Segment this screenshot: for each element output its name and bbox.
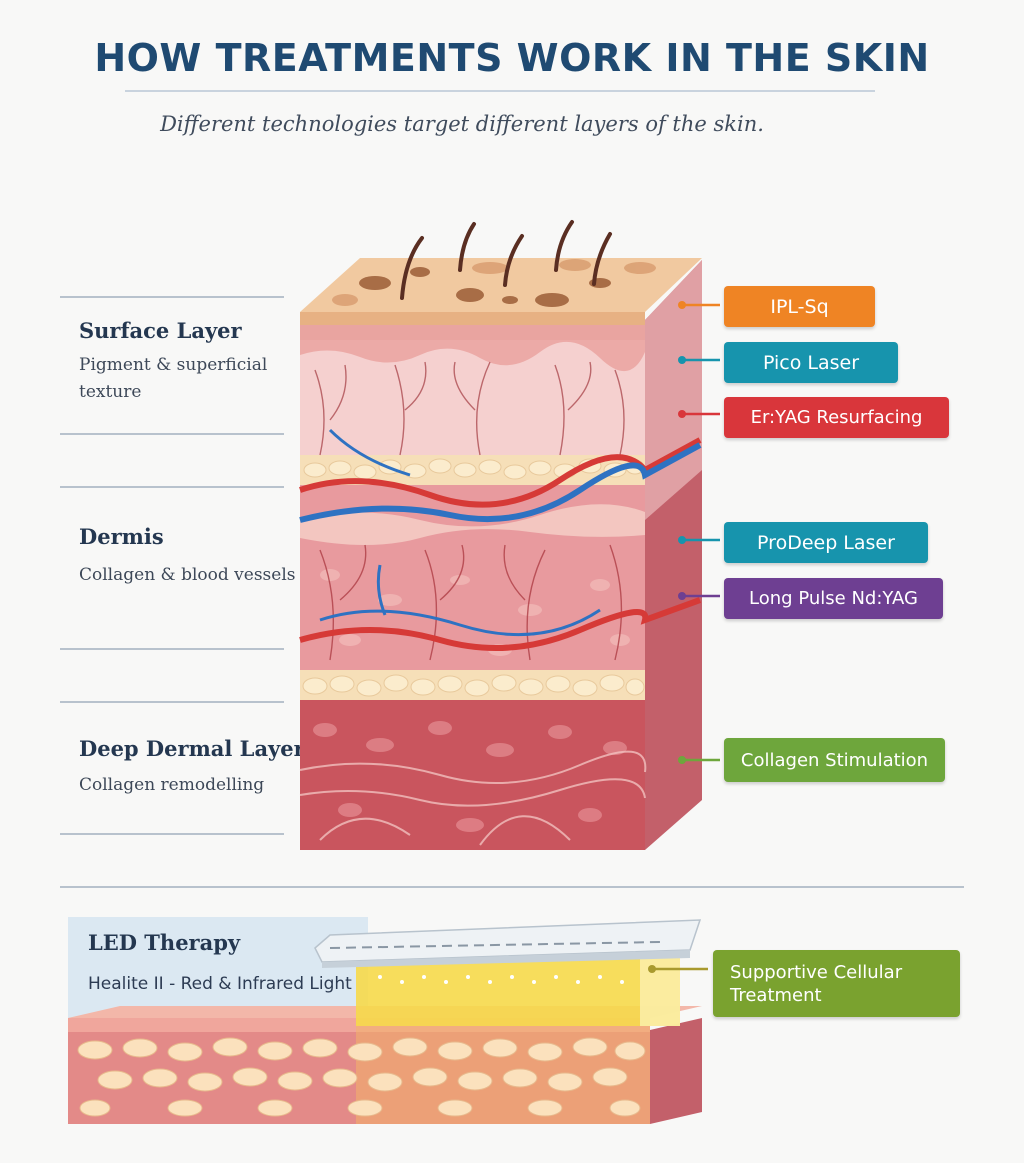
tag-line: Treatment (730, 984, 822, 1007)
surface-layer-description: Pigment & superficial texture (79, 352, 294, 406)
deep-dermal-description: Collagen remodelling (79, 772, 289, 799)
dermis-description: Collagen & blood vessels (79, 562, 299, 589)
upper-dermis-layer (300, 340, 645, 460)
surface-layer-description-line: Pigment & superficial (79, 352, 294, 379)
layer-divider (60, 433, 284, 435)
tag-er-yag-resurfacing: Er:YAG Resurfacing (724, 397, 949, 438)
page-title: HOW TREATMENTS WORK IN THE SKIN (0, 36, 1024, 80)
led-therapy-description: Healite II - Red & Infrared Light (88, 974, 352, 994)
layer-divider (60, 296, 284, 298)
dermis-title: Dermis (79, 524, 164, 549)
title-divider (125, 90, 875, 92)
skin-cross-section-illustration (290, 210, 720, 860)
layer-divider (60, 648, 284, 650)
section-divider (60, 886, 964, 888)
tag-line: Supportive Cellular (730, 961, 902, 984)
led-light-beam (356, 958, 680, 1026)
layer-divider (60, 486, 284, 488)
tag-ipl-sq: IPL-Sq (724, 286, 875, 327)
tag-supportive-cellular-treatment: Supportive Cellular Treatment (713, 950, 960, 1017)
layer-divider (60, 833, 284, 835)
surface-layer-title: Surface Layer (79, 318, 242, 343)
tag-long-pulse-nd-yag: Long Pulse Nd:YAG (724, 578, 943, 619)
tag-collagen-stimulation: Collagen Stimulation (724, 738, 945, 782)
page-subtitle: Different technologies target different … (0, 112, 924, 136)
deep-dermal-title: Deep Dermal Layer (79, 736, 305, 761)
tag-pico-laser: Pico Laser (724, 342, 898, 383)
surface-layer-description-line: texture (79, 379, 294, 406)
layer-divider (60, 701, 284, 703)
tag-prodeep-laser: ProDeep Laser (724, 522, 928, 563)
led-therapy-title: LED Therapy (88, 930, 240, 955)
